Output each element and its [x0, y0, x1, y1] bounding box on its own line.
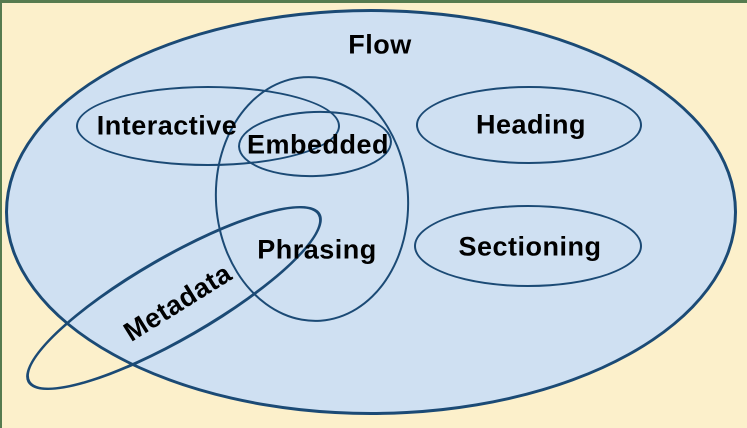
phrasing-label: Phrasing [257, 234, 377, 265]
heading-set-ellipse [416, 86, 642, 164]
interactive-label: Interactive [96, 110, 238, 141]
heading-label: Heading [475, 109, 587, 140]
embedded-label: Embedded [246, 129, 390, 160]
interactive-set-ellipse [76, 86, 340, 166]
sectioning-label: Sectioning [458, 231, 602, 262]
flow-label: Flow [348, 29, 412, 60]
sectioning-set-ellipse [414, 205, 642, 287]
flow-set-ellipse [5, 9, 737, 415]
